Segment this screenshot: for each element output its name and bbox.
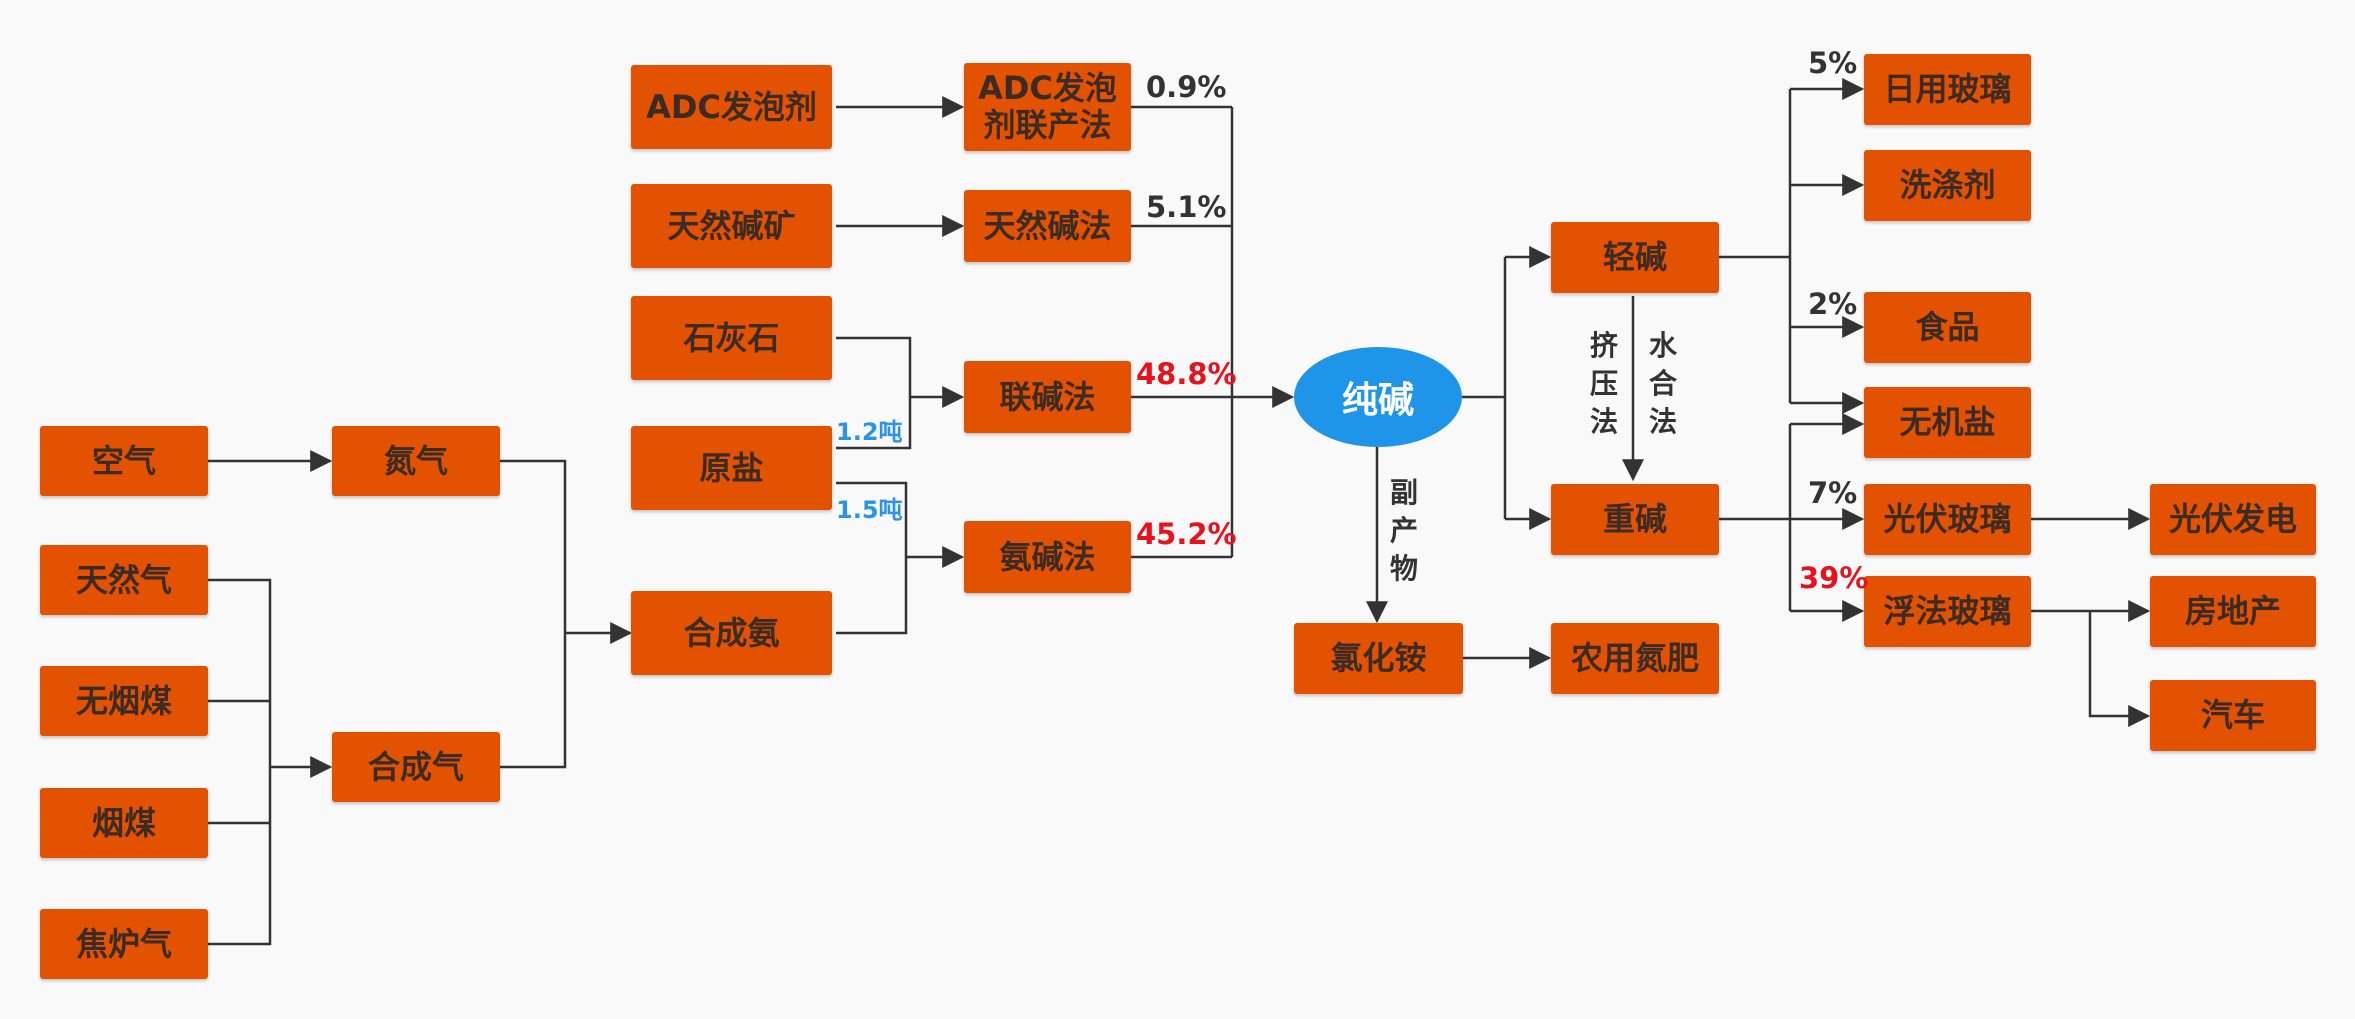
node-natural-gas: 天然气	[40, 545, 208, 615]
node-daily-glass: 日用玻璃	[1864, 54, 2031, 125]
node-trona-method: 天然碱法	[964, 190, 1131, 262]
node-limestone: 石灰石	[631, 296, 832, 380]
node-float-glass: 浮法玻璃	[1864, 576, 2031, 647]
node-ammonia-method: 氨碱法	[964, 521, 1131, 593]
label-ammonia-share: 45.2%	[1136, 517, 1237, 551]
node-pv-power: 光伏发电	[2150, 484, 2316, 555]
label-daily-glass-share: 5%	[1808, 46, 1858, 80]
label-byproduct: 副产物	[1389, 476, 1418, 585]
node-nitrogen: 氮气	[332, 426, 500, 496]
label-ton-ammonia: 1.5吨	[836, 496, 903, 524]
node-anthracite: 无烟煤	[40, 666, 208, 736]
label-trona-share: 5.1%	[1146, 190, 1227, 224]
label-hydration-method: 水合法	[1648, 329, 1677, 438]
node-adc-agent: ADC发泡剂	[631, 65, 832, 149]
node-trona-ore: 天然碱矿	[631, 184, 832, 268]
node-raw-salt: 原盐	[631, 426, 832, 510]
node-real-estate: 房地产	[2150, 576, 2316, 647]
node-automobile: 汽车	[2150, 680, 2316, 751]
node-food: 食品	[1864, 292, 2031, 363]
node-pv-glass: 光伏玻璃	[1864, 484, 2031, 555]
node-synthetic-ammonia: 合成氨	[631, 591, 832, 675]
label-ton-combined: 1.2吨	[836, 418, 903, 446]
node-light-soda: 轻碱	[1551, 222, 1719, 293]
label-adc-share: 0.9%	[1146, 70, 1227, 104]
node-adc-method: ADC发泡剂联产法	[964, 63, 1131, 151]
node-coke-oven-gas: 焦炉气	[40, 909, 208, 979]
node-ammonium-chloride: 氯化铵	[1294, 623, 1463, 694]
node-inorganic-salt: 无机盐	[1864, 387, 2031, 458]
node-air: 空气	[40, 426, 208, 496]
node-soda-ash: 纯碱	[1294, 347, 1462, 447]
node-heavy-soda: 重碱	[1551, 484, 1719, 555]
node-detergent: 洗涤剂	[1864, 150, 2031, 221]
label-pv-glass-share: 7%	[1808, 476, 1858, 510]
node-agri-nitrogen-fertilizer: 农用氮肥	[1551, 623, 1719, 694]
label-combined-share: 48.8%	[1136, 357, 1237, 391]
node-bituminous-coal: 烟煤	[40, 788, 208, 858]
label-float-glass-share: 39%	[1799, 561, 1869, 595]
label-extrusion-method: 挤压法	[1589, 329, 1618, 438]
node-combined-method: 联碱法	[964, 361, 1131, 433]
label-food-share: 2%	[1808, 287, 1858, 321]
node-syngas: 合成气	[332, 732, 500, 802]
